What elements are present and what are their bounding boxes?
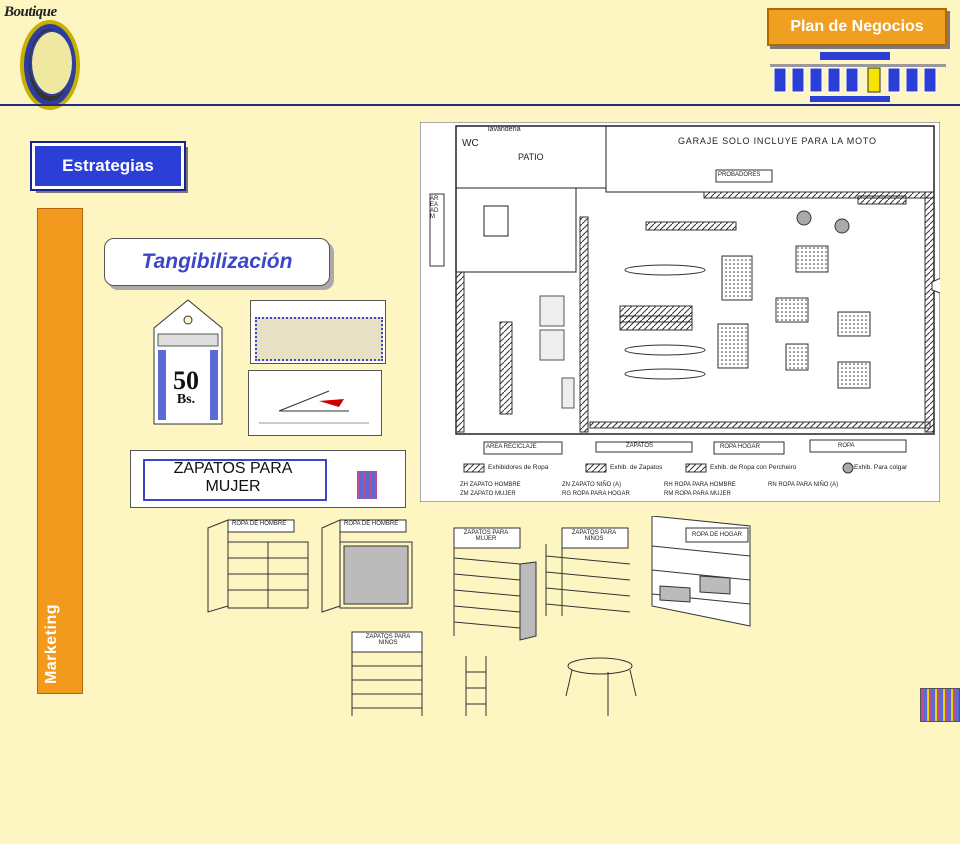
shelf-label-1: ROPA DE HOMBRE (232, 521, 287, 527)
tag-currency: Bs. (176, 392, 196, 407)
code-rn: RN ROPA PARA NIÑO (A) (768, 482, 839, 488)
fp-ropa: ROPA (838, 443, 855, 449)
price-tag (153, 299, 223, 425)
legend-exhibidores: Exhibidores de Ropa (488, 464, 549, 471)
org-chart-icon (770, 52, 946, 102)
legend-percheiro: Exhib. de Ropa con Percheiro (710, 464, 797, 471)
fp-zapatos: ZAPATOS (626, 443, 654, 449)
logo-sketch-card (248, 370, 382, 436)
zapatos-mujer-poster: ZAPATOS PARA MUJER (130, 450, 406, 508)
shelf-label-4: ZAPATOS PARA NIÑOS (571, 530, 617, 542)
fp-area-adm: AREA ADM (430, 196, 439, 220)
fp-garage: GARAJE SOLO INCLUYE PARA LA MOTO (678, 136, 877, 146)
code-zn: ZN ZAPATO NIÑO (A) (562, 482, 622, 488)
fp-area-reciclaje: AREA RECICLAJE (486, 444, 537, 450)
fp-ropa-hogar: ROPA HOGAR (720, 444, 760, 450)
marketing-label: Marketing (43, 603, 60, 685)
poster-line-1: ZAPATOS PARA (173, 460, 293, 477)
marketing-side-bar: Marketing (37, 208, 83, 694)
logo-wordmark: Boutique (4, 4, 57, 20)
code-rm: RM ROPA PARA MUJER (664, 491, 731, 497)
shelf-label-5: ROPA DE HOGAR (692, 532, 742, 538)
tangibilizacion-title: Tangibilización (104, 238, 330, 286)
code-zm: ZM ZAPATO MUJER (460, 491, 516, 497)
legend-colgar: Exhib. Para colgar (854, 464, 908, 471)
estrategias-button[interactable]: Estrategias (30, 141, 186, 191)
legend-zapatos: Exhib. de Zapatos (610, 464, 663, 471)
poster-pattern (357, 471, 377, 499)
shelf-label-2: ROPA DE HOMBRE (344, 521, 399, 527)
corner-pattern-icon (920, 688, 960, 722)
university-seal-center (30, 30, 74, 96)
code-zh: ZH ZAPATO HOMBRE (460, 482, 521, 488)
code-rh: RH ROPA PARA HOMBRE (664, 482, 736, 488)
poster-line-2: MUJER (205, 478, 261, 495)
shelving-sketches (207, 516, 751, 716)
plan-de-negocios-button[interactable]: Plan de Negocios (767, 8, 947, 46)
shelf-label-3: ZAPATOS PARA MUJER (463, 530, 509, 542)
fp-wc: WC (462, 138, 479, 149)
brand-label-card (250, 300, 386, 364)
code-rg: RG ROPA PARA HOGAR (562, 491, 630, 497)
fp-lavanderia: lavandería (488, 126, 521, 133)
fp-patio: PATIO (518, 152, 544, 162)
shelf-label-6: ZAPATOS PARA NIÑOS (365, 634, 411, 646)
tag-price: 50 (173, 366, 199, 395)
header: Boutique Plan de Negocios (0, 0, 960, 110)
header-divider (0, 104, 960, 106)
store-floor-plan (420, 122, 940, 502)
fp-probadores: PROBADORES (718, 172, 761, 178)
